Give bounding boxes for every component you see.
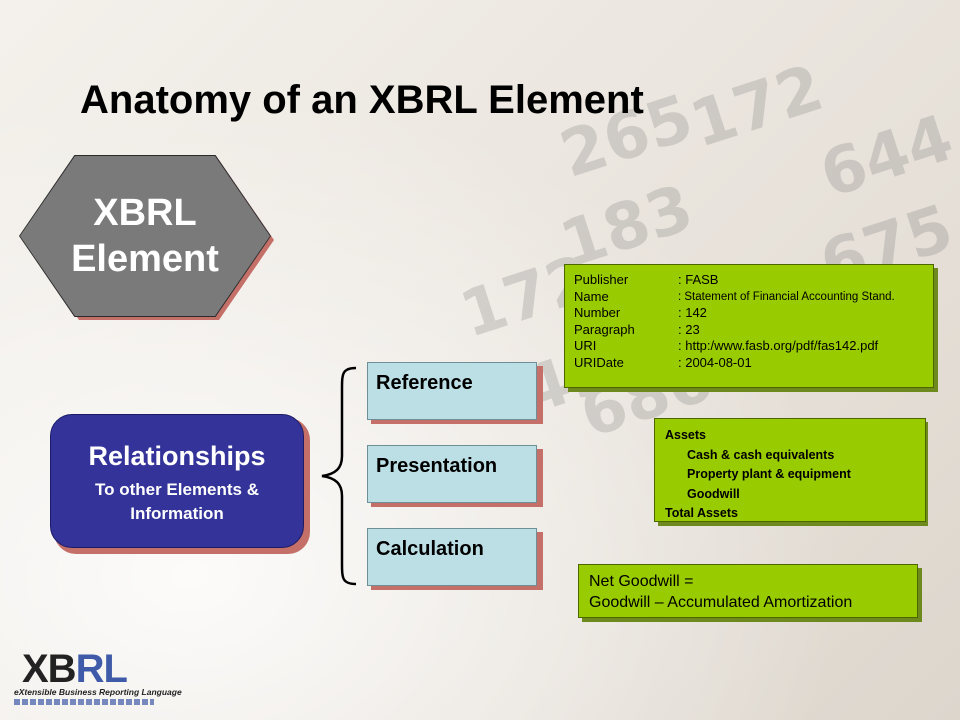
calculation-linkbase-box: Calculation xyxy=(367,528,537,586)
curly-brace xyxy=(321,366,357,586)
xbrl-logo-wordmark: XBRL xyxy=(22,647,128,691)
assets-line: Assets xyxy=(665,428,706,442)
presentation-linkbase-box: Presentation xyxy=(367,445,537,503)
relationships-title: Relationships xyxy=(88,441,266,471)
slide-title: Anatomy of an XBRL Element xyxy=(80,78,644,122)
xbrl-logo-tagline: eXtensible Business Reporting Language xyxy=(14,687,182,697)
assets-line: Total Assets xyxy=(665,506,738,520)
xbrl-element-hexagon: XBRL Element xyxy=(20,156,270,316)
xbrl-logo: XBRL eXtensible Business Reporting Langu… xyxy=(14,645,182,707)
assets-line: Property plant & equipment xyxy=(687,467,851,481)
relationships-box: Relationships To other Elements & Inform… xyxy=(50,414,304,548)
ref-key: URI xyxy=(574,338,597,353)
presentation-detail-box: Assets Cash & cash equivalents Property … xyxy=(654,418,926,522)
calc-line1: Net Goodwill = xyxy=(589,573,694,590)
ref-value: : 23 xyxy=(678,321,700,337)
reference-linkbase-box: Reference xyxy=(367,362,537,420)
ref-value: : FASB xyxy=(678,272,719,287)
reference-detail-box: Publisher : FASB Name : Statement of Fin… xyxy=(564,264,934,388)
xbrl-logo-lines xyxy=(14,699,154,705)
hexagon-label-line1: XBRL xyxy=(93,192,197,234)
ref-value: : http:/www.fasb.org/pdf/fas142.pdf xyxy=(678,338,879,353)
ref-key: Publisher xyxy=(574,272,629,287)
ref-value: : Statement of Financial Accounting Stan… xyxy=(678,290,895,303)
assets-line: Goodwill xyxy=(687,486,740,501)
assets-line: Cash & cash equivalents xyxy=(687,447,835,462)
ref-key: Name xyxy=(574,288,609,304)
hexagon-label-line2: Element xyxy=(71,238,219,280)
calculation-detail-box: Net Goodwill = Goodwill – Accumulated Am… xyxy=(578,564,918,618)
ref-key: Paragraph xyxy=(574,321,635,337)
relationships-subtitle-line1: To other Elements & xyxy=(94,480,260,499)
ref-value: : 2004-08-01 xyxy=(678,354,752,370)
ref-key: Number xyxy=(574,305,621,320)
ref-value: : 142 xyxy=(678,305,707,320)
calc-line2: Goodwill – Accumulated Amortization xyxy=(589,594,853,611)
relationships-subtitle-line2: Information xyxy=(130,504,224,523)
ref-key: URIDate xyxy=(574,354,624,370)
